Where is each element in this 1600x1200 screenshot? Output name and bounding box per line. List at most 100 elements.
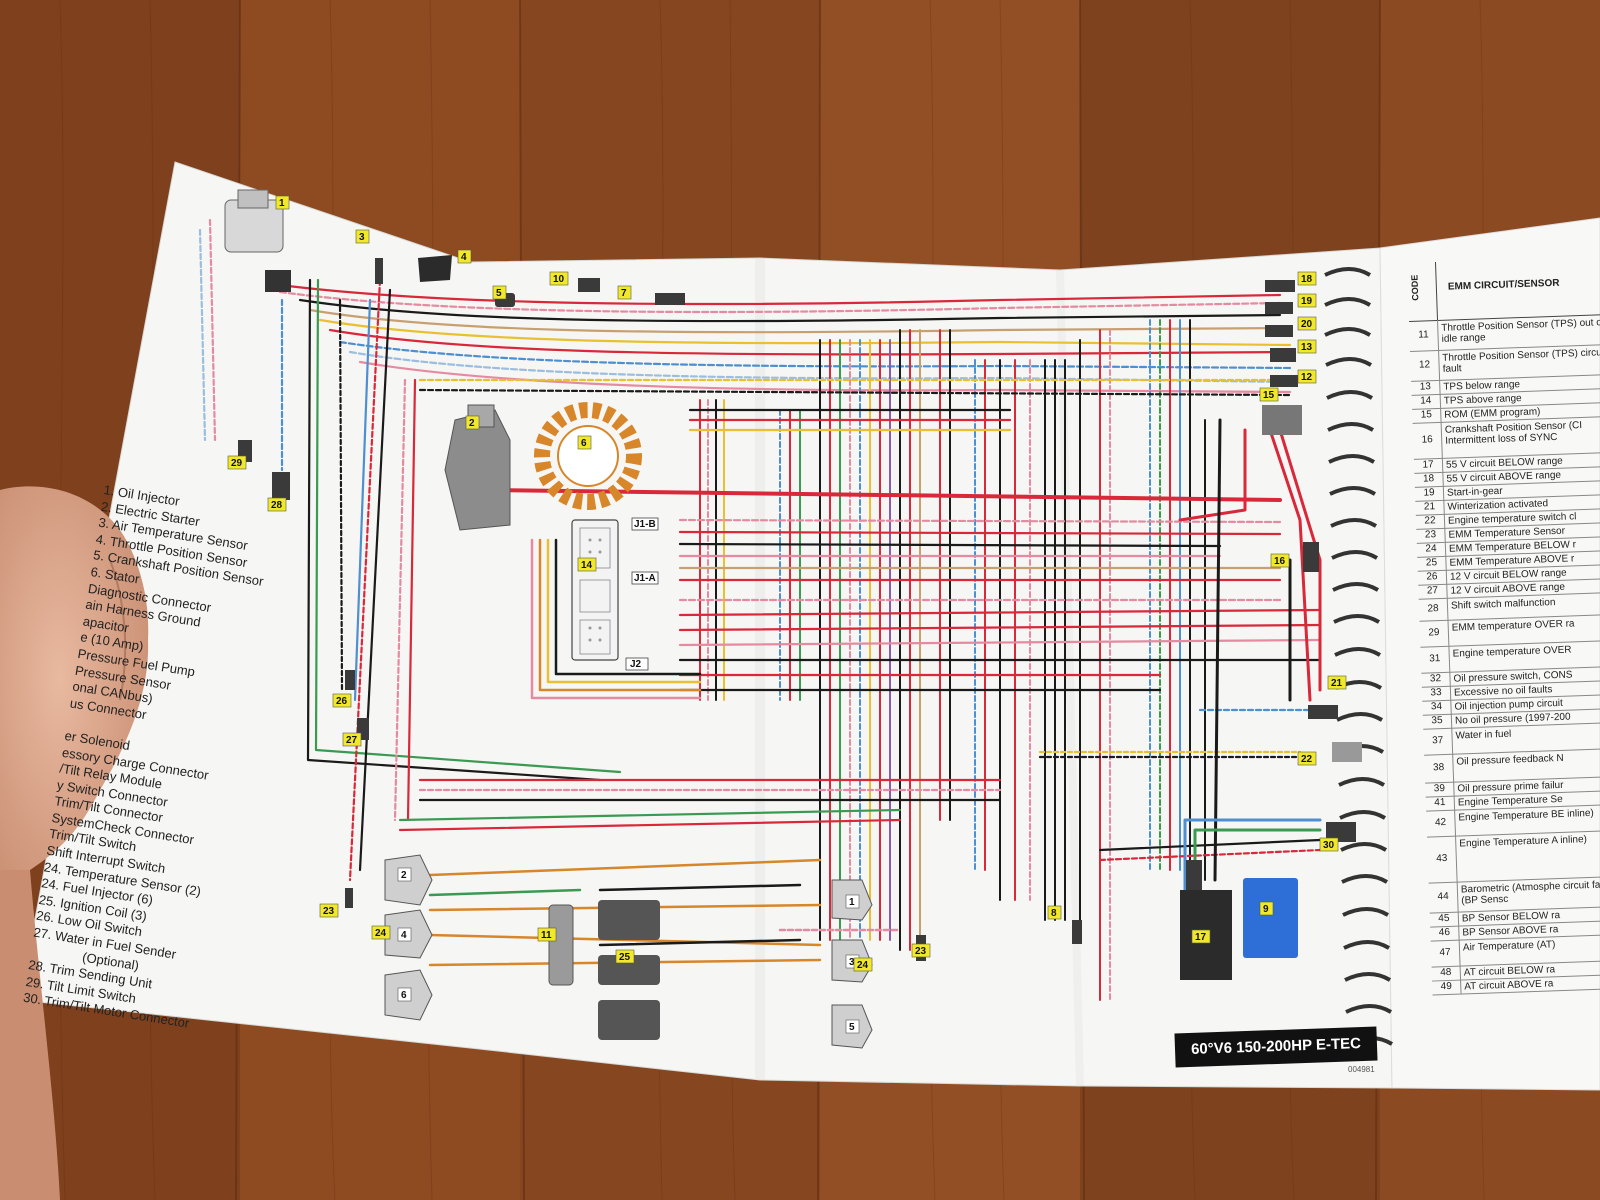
fault-code: 45 — [1429, 911, 1460, 927]
component-number-label: 23 — [323, 906, 335, 917]
stator — [534, 402, 642, 510]
component-number-label: 24 — [375, 928, 387, 939]
component-number-label: 9 — [1263, 904, 1269, 915]
component-label-box — [1297, 316, 1317, 331]
ecu-label-j1b: J1-B — [634, 519, 656, 530]
ecu-label-j1a: J1-A — [634, 573, 656, 584]
fault-description: Crankshaft Position Sensor (CI Intermitt… — [1444, 419, 1583, 447]
component-number-label: 21 — [1331, 678, 1343, 689]
component-number-label: 13 — [1301, 342, 1313, 353]
code-column-header: CODE — [1409, 274, 1421, 301]
fault-code: 15 — [1412, 407, 1442, 423]
component-number-label: 8 — [1051, 908, 1057, 919]
component-number-label: 5 — [496, 288, 502, 299]
component-label-box — [457, 249, 472, 264]
component-label-box — [1297, 751, 1317, 766]
fault-code: 34 — [1422, 699, 1452, 715]
component-number-label: 10 — [553, 274, 565, 285]
code-table-page — [1379, 217, 1600, 1091]
fault-code: 14 — [1411, 393, 1442, 409]
component-number-label: 29 — [231, 458, 243, 469]
component-number-label: 6 — [581, 438, 587, 449]
component-label-box — [1191, 929, 1211, 944]
component-number-label: 7 — [621, 288, 627, 299]
component-number-label: 30 — [1323, 840, 1335, 851]
fault-code: 38 — [1424, 753, 1455, 783]
component-number-label: 11 — [541, 930, 552, 941]
ecu-module — [571, 519, 619, 661]
component-number-label: 6 — [401, 990, 407, 1001]
fault-code: 33 — [1421, 685, 1452, 701]
wiring-harness — [198, 218, 1332, 1001]
component-label-box — [332, 693, 352, 708]
fault-code: 42 — [1426, 809, 1457, 837]
component-label-box — [1297, 369, 1317, 384]
component-label-box — [845, 894, 860, 909]
component-label-box — [397, 927, 412, 942]
fault-code: 47 — [1430, 939, 1461, 967]
circuit-column-header: EMM CIRCUIT/SENSOR — [1447, 277, 1560, 293]
component-label-box — [465, 415, 480, 430]
component-number-label: 14 — [581, 560, 593, 571]
component-number-label: 1 — [849, 897, 855, 908]
component-label-box — [355, 229, 370, 244]
component-label-box — [275, 195, 290, 210]
fault-code: 37 — [1423, 727, 1454, 755]
component-label-box — [319, 903, 339, 918]
component-number-label: 18 — [1301, 274, 1313, 285]
component-number-label: 15 — [1263, 390, 1275, 401]
component-label-box — [1270, 553, 1290, 568]
fault-code: 19 — [1414, 485, 1445, 501]
document-number: 004981 — [1348, 1065, 1375, 1074]
component-label-box — [911, 943, 931, 958]
fault-code: 24 — [1416, 541, 1447, 557]
fault-description: Throttle Position Sensor (TPS) out of id… — [1441, 317, 1600, 345]
component-label-box — [492, 285, 507, 300]
component-label-box — [1047, 905, 1062, 920]
component-label-box — [845, 1019, 860, 1034]
ecu-connector-labels: J1-B J1-A J2 — [625, 517, 659, 671]
component-number-label: 23 — [915, 946, 927, 957]
component-number-label: 20 — [1301, 319, 1313, 330]
component-label-box — [1259, 387, 1279, 402]
component-label-box — [537, 927, 557, 942]
component-number-label: 2 — [469, 418, 475, 429]
fault-code: 22 — [1415, 513, 1446, 529]
component-number-label: 17 — [1195, 932, 1207, 943]
component-number-label: 27 — [346, 735, 358, 746]
component-label-box — [615, 949, 635, 964]
oil-injector — [224, 189, 291, 292]
component-number-label: 3 — [849, 957, 855, 968]
fault-code: 18 — [1414, 471, 1444, 487]
fault-code: 28 — [1418, 597, 1449, 621]
fault-code: 12 — [1410, 349, 1441, 381]
component-label-box — [1319, 837, 1339, 852]
fault-code: 27 — [1418, 583, 1448, 599]
component-label-box — [227, 455, 247, 470]
fault-code: 23 — [1416, 527, 1446, 543]
component-number-label: 5 — [849, 1022, 855, 1033]
component-label-box — [617, 285, 632, 300]
fault-code: 11 — [1409, 319, 1440, 351]
fault-code: 44 — [1428, 881, 1459, 913]
fault-code: 31 — [1420, 645, 1451, 673]
fault-code: 43 — [1427, 835, 1458, 883]
component-number-label: 12 — [1301, 372, 1313, 383]
component-label-box — [853, 957, 873, 972]
component-label-box — [1297, 293, 1317, 308]
fault-description: Throttle Position Sensor (TPS) circuit f… — [1442, 347, 1600, 375]
component-number-label: 2 — [401, 870, 407, 881]
component-label-box — [549, 271, 569, 286]
ecu-label-j2: J2 — [630, 659, 642, 670]
fault-code: 35 — [1422, 713, 1453, 729]
fault-code: 39 — [1425, 781, 1455, 797]
fault-code: 48 — [1431, 965, 1462, 981]
component-label-box — [1297, 271, 1317, 286]
component-label-box — [397, 987, 412, 1002]
component-label-box — [1327, 675, 1347, 690]
fault-code: 41 — [1425, 795, 1456, 811]
component-number-label: 22 — [1301, 754, 1313, 765]
